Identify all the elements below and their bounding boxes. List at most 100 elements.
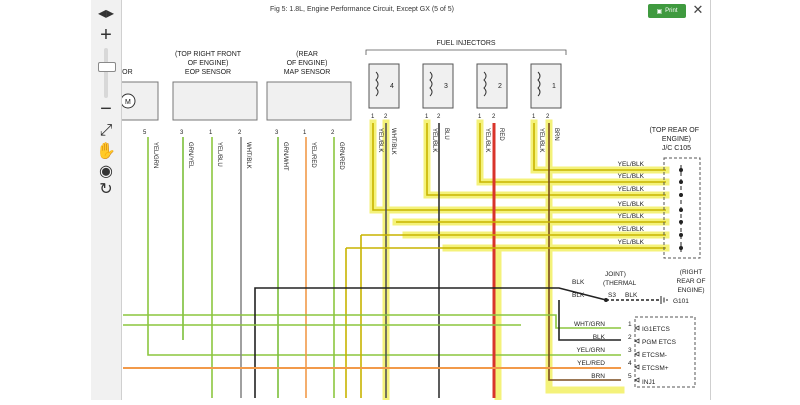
etcs-pin: 3 (628, 347, 632, 354)
c105-wire-label: YEL/BLK (618, 239, 645, 246)
zoom-slider[interactable] (104, 48, 108, 98)
etcs-signal: ETCSM+ (642, 365, 669, 372)
c105-wire-label: YEL/BLK (618, 201, 645, 208)
etcs-wire: BLK (593, 334, 606, 341)
wire-blk-2 (558, 300, 621, 341)
ground-location-3: ENGINE) (677, 287, 704, 294)
joint-wire-left: BLK (572, 292, 585, 299)
c105-wire-label: YEL/BLK (618, 173, 645, 180)
injector-pin: 2 (437, 114, 441, 120)
fit-screen-icon[interactable]: ⤢ (99, 122, 113, 139)
injector-1: 1 1 2 (530, 63, 562, 120)
eop-sensor: (TOP RIGHT FRONT OF ENGINE) EOP SENSOR 3… (172, 51, 258, 136)
map-pin-3: 3 (275, 130, 279, 136)
close-icon[interactable]: ✕ (692, 2, 704, 17)
joint-label-2: (THERMAL (603, 280, 637, 287)
map-location-2: OF ENGINE) (287, 60, 328, 67)
wire-label: YEL/BLK (431, 128, 437, 152)
injector-number: 2 (498, 83, 502, 90)
rotate-icon[interactable]: ↻ (99, 181, 113, 198)
etcs-pin: 4 (628, 360, 632, 367)
diagram-title: Fig 5: 1.8L, Engine Performance Circuit,… (269, 6, 455, 13)
zoom-out-icon[interactable]: − (100, 97, 112, 120)
wire-label: WHT/BLK (390, 128, 396, 155)
wire-label: YEL/BLK (484, 128, 490, 152)
c105-wire-label: YEL/BLK (618, 186, 645, 193)
diagram-viewer: M TOR 5 (TOP RIGHT FRONT OF ENGINE) EOP … (91, 0, 711, 402)
motor-pin: 5 (143, 130, 147, 136)
ground-location-1: (RIGHT (680, 269, 702, 276)
etcs-signal: PGM ETCS (642, 339, 677, 346)
injector-pin: 2 (384, 114, 388, 120)
svg-text:M: M (125, 99, 131, 106)
etcs-wire: YEL/GRN (576, 347, 605, 354)
wire-yel-blk-2 (426, 123, 666, 196)
eop-location-1: (TOP RIGHT FRONT (175, 51, 242, 58)
wire-blk-h (254, 287, 607, 398)
wire-yel-blk-1 (372, 123, 666, 211)
c105-wire-label: YEL/BLK (618, 213, 645, 220)
ground-name: G101 (673, 298, 689, 305)
etcs-wire: BRN (591, 373, 605, 380)
wire-label: GRN/RED (338, 142, 344, 170)
eop-pin-3: 3 (180, 130, 184, 136)
joint-wire-top: BLK (572, 279, 585, 286)
wire-color-labels: YEL/GRN GRN/YEL YEL/BLU WHT/BLK GRN/WHT … (152, 128, 559, 171)
injector-pin: 1 (425, 114, 429, 120)
fuel-injectors: FUEL INJECTORS 4 1 2 3 1 2 2 1 2 (365, 40, 567, 120)
c105-wire-label: YEL/BLK (618, 226, 645, 233)
map-pin-2: 2 (331, 130, 335, 136)
injector-3: 3 1 2 (422, 63, 454, 120)
map-location-1: (REAR (296, 51, 318, 58)
injector-pin: 1 (371, 114, 375, 120)
etcs-pin: 5 (628, 373, 632, 380)
wire-wht-grn-h (123, 314, 621, 329)
wire-label: WHT/BLK (245, 142, 251, 169)
eop-pin-2: 2 (238, 130, 242, 136)
c105-label-2: ENGINE) (662, 136, 691, 143)
etcs-signal: ETCSM- (642, 352, 667, 359)
wire-label: YEL/RED (310, 142, 316, 168)
nav-arrows-icon[interactable]: ◂▸ (97, 5, 115, 22)
wire-label: BRN (553, 128, 559, 141)
eop-pin-1: 1 (209, 130, 213, 136)
wire-yel-blk-3 (479, 123, 666, 183)
eop-location-2: OF ENGINE) (188, 60, 229, 67)
joint-label-1: JOINT) (605, 271, 626, 278)
etcs-pin: 2 (628, 334, 632, 341)
etcs-wire: WHT/GRN (574, 321, 605, 328)
printer-icon: ▣ (656, 8, 663, 15)
map-name: MAP SENSOR (284, 69, 331, 76)
c105-wire-label: YEL/BLK (618, 161, 645, 168)
zoom-in-icon[interactable]: + (100, 23, 112, 46)
thermal-joint: JOINT) (THERMAL BLK BLK S3 BLK G101 (RIG… (572, 269, 705, 305)
view-eye-icon[interactable]: ◉ (99, 163, 113, 180)
wire-label: YEL/BLK (377, 128, 383, 152)
print-label: Print (665, 8, 678, 14)
joint-pin: S3 (608, 292, 616, 299)
etcs-wire: YEL/RED (577, 360, 605, 367)
motor-label: TOR (118, 69, 133, 76)
eop-name: EOP SENSOR (185, 69, 231, 76)
wire-yel-grn (147, 137, 621, 356)
injector-pin: 1 (478, 114, 482, 120)
wire-label: RED (498, 128, 504, 141)
pan-hand-icon[interactable]: ✋ (96, 143, 116, 160)
injector-pin: 2 (492, 114, 496, 120)
injector-2: 2 1 2 (476, 63, 508, 120)
injector-number: 1 (552, 83, 556, 90)
injector-4: 4 1 2 (368, 63, 400, 120)
wire-brn (548, 123, 621, 381)
wire-label: YEL/GRN (152, 142, 158, 168)
injector-number: 4 (390, 83, 394, 90)
injector-pin: 2 (546, 114, 550, 120)
map-sensor: (REAR OF ENGINE) MAP SENSOR 3 1 2 (266, 51, 352, 136)
map-pin-1: 1 (303, 130, 307, 136)
c105-label-3: J/C C105 (662, 145, 691, 152)
zoom-slider-handle[interactable] (98, 62, 116, 72)
etcs-connector: WHT/GRN 1 IG1ETCS BLK 2 PGM ETCS YEL/GRN… (574, 316, 696, 388)
viewer-toolbar: ◂▸ + − ⤢ ✋ ◉ ↻ (91, 0, 122, 400)
wire-label: YEL/BLU (216, 142, 222, 167)
wire-label: GRN/YEL (187, 142, 193, 169)
print-button[interactable]: ▣ Print (648, 4, 686, 18)
